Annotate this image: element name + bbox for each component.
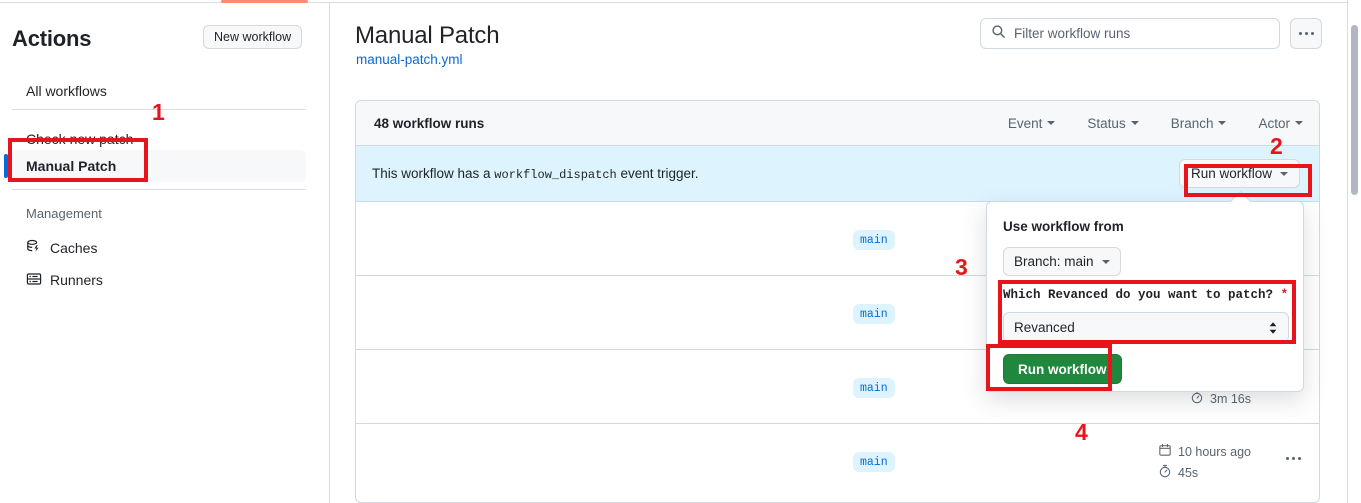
run-duration: 45s xyxy=(1158,462,1251,483)
content-right-border xyxy=(1347,0,1348,503)
workflow-dispatch-banner: This workflow has a workflow_dispatch ev… xyxy=(356,146,1319,202)
filter-branch[interactable]: Branch xyxy=(1171,116,1227,131)
workflow-title: Manual Patch xyxy=(355,22,500,49)
sidebar-item-label: Manual Patch xyxy=(26,158,117,174)
filter-label: Status xyxy=(1087,115,1126,131)
dispatch-message: This workflow has a workflow_dispatch ev… xyxy=(372,166,699,182)
run-duration-label: 3m 16s xyxy=(1210,391,1251,406)
filter-label: Actor xyxy=(1258,115,1290,131)
branch-badge[interactable]: main xyxy=(853,452,895,472)
filters-group: Event Status Branch Actor xyxy=(1008,116,1303,131)
more-options-button[interactable] xyxy=(1290,18,1322,49)
page-title-actions: Actions xyxy=(12,26,92,51)
workflow-file-link[interactable]: manual-patch.yml xyxy=(356,52,463,67)
run-date-label: 10 hours ago xyxy=(1178,444,1251,459)
workflow-input-label: Which Revanced do you want to patch? * xyxy=(1003,288,1288,302)
chevron-down-icon xyxy=(1047,121,1056,125)
scrollbar-thumb[interactable] xyxy=(1351,25,1358,195)
calendar-icon xyxy=(1158,443,1172,460)
top-divider xyxy=(0,2,1348,3)
filter-event[interactable]: Event xyxy=(1008,116,1056,131)
table-row[interactable]: main xyxy=(356,202,1319,276)
revanced-select[interactable]: Revanced xyxy=(1003,312,1289,343)
submit-run-workflow-button[interactable]: Run workflow xyxy=(1003,354,1122,384)
filter-label: Branch xyxy=(1170,115,1214,131)
stopwatch-icon xyxy=(1158,464,1172,481)
required-marker: * xyxy=(1280,288,1289,302)
runs-header: 48 workflow runs Event Status Branch xyxy=(356,101,1319,146)
new-workflow-button[interactable]: New workflow xyxy=(203,25,303,49)
dispatch-text-before: This workflow has a xyxy=(372,165,495,181)
chevron-down-icon xyxy=(1280,171,1288,176)
row-more-options-button[interactable] xyxy=(1286,457,1301,460)
caches-icon xyxy=(26,239,42,258)
chevron-down-icon xyxy=(1130,121,1139,125)
management-heading: Management xyxy=(26,206,102,221)
chevron-down-icon xyxy=(1295,121,1303,125)
branch-badge[interactable]: main xyxy=(853,304,895,324)
dispatch-event-code: workflow_dispatch xyxy=(494,167,617,182)
sidebar-item-label: Caches xyxy=(50,240,98,256)
sidebar-divider-1 xyxy=(12,109,306,110)
runners-icon xyxy=(26,271,42,290)
search-input-wrapper[interactable] xyxy=(980,18,1280,49)
stopwatch-icon xyxy=(1190,390,1204,407)
sidebar-item-label: All workflows xyxy=(26,83,107,99)
table-row[interactable]: main 3m 16s xyxy=(356,350,1319,424)
revanced-select-value: Revanced xyxy=(1014,320,1075,335)
search-input[interactable] xyxy=(1014,26,1264,41)
filter-status[interactable]: Status xyxy=(1087,115,1139,131)
run-duration: 3m 16s xyxy=(1190,388,1251,409)
dispatch-text-after: event trigger. xyxy=(616,165,699,181)
scrollbar-track[interactable] xyxy=(1348,0,1361,503)
sidebar-item-all-workflows[interactable]: All workflows xyxy=(12,75,306,107)
run-date: 10 hours ago xyxy=(1158,441,1251,462)
filter-actor[interactable]: Actor xyxy=(1258,116,1303,131)
branch-badge[interactable]: main xyxy=(853,378,895,398)
run-workflow-button-label: Run workflow xyxy=(1190,166,1272,181)
sidebar-item-label: Check new patch xyxy=(26,131,134,147)
run-workflow-dropdown-panel: Use workflow from Branch: main Which Rev… xyxy=(986,201,1304,392)
sidebar: Actions New workflow All workflows Check… xyxy=(0,3,330,503)
chevron-down-icon xyxy=(1218,121,1227,125)
table-row[interactable]: main xyxy=(356,276,1319,350)
workflow-input-label-text: Which Revanced do you want to patch? xyxy=(1003,288,1274,302)
sidebar-item-runners[interactable]: Runners xyxy=(12,265,306,295)
branch-selector-button[interactable]: Branch: main xyxy=(1003,247,1121,276)
run-duration-label: 45s xyxy=(1178,465,1199,480)
sidebar-divider-2 xyxy=(12,189,306,190)
search-icon xyxy=(991,24,1006,44)
kebab-icon xyxy=(1298,32,1314,35)
sidebar-item-label: Runners xyxy=(50,272,103,288)
run-meta: 10 hours ago 45s xyxy=(1158,441,1251,483)
run-meta: 3m 16s xyxy=(1190,367,1251,409)
select-arrows-icon xyxy=(1268,321,1278,335)
branch-badge[interactable]: main xyxy=(853,230,895,250)
sidebar-item-caches[interactable]: Caches xyxy=(12,233,306,263)
sidebar-item-manual-patch[interactable]: Manual Patch xyxy=(4,150,306,182)
active-tab-underline xyxy=(221,0,308,3)
filter-label: Event xyxy=(1007,115,1043,131)
use-workflow-from-label: Use workflow from xyxy=(1003,219,1124,234)
sidebar-right-border xyxy=(329,3,330,503)
table-row[interactable]: main 10 hours ago xyxy=(356,424,1319,498)
runs-count-label: 48 workflow runs xyxy=(374,115,485,131)
run-workflow-dropdown-button[interactable]: Run workflow xyxy=(1178,159,1300,188)
chevron-down-icon xyxy=(1101,259,1110,264)
branch-selector-label: Branch: main xyxy=(1014,254,1094,269)
